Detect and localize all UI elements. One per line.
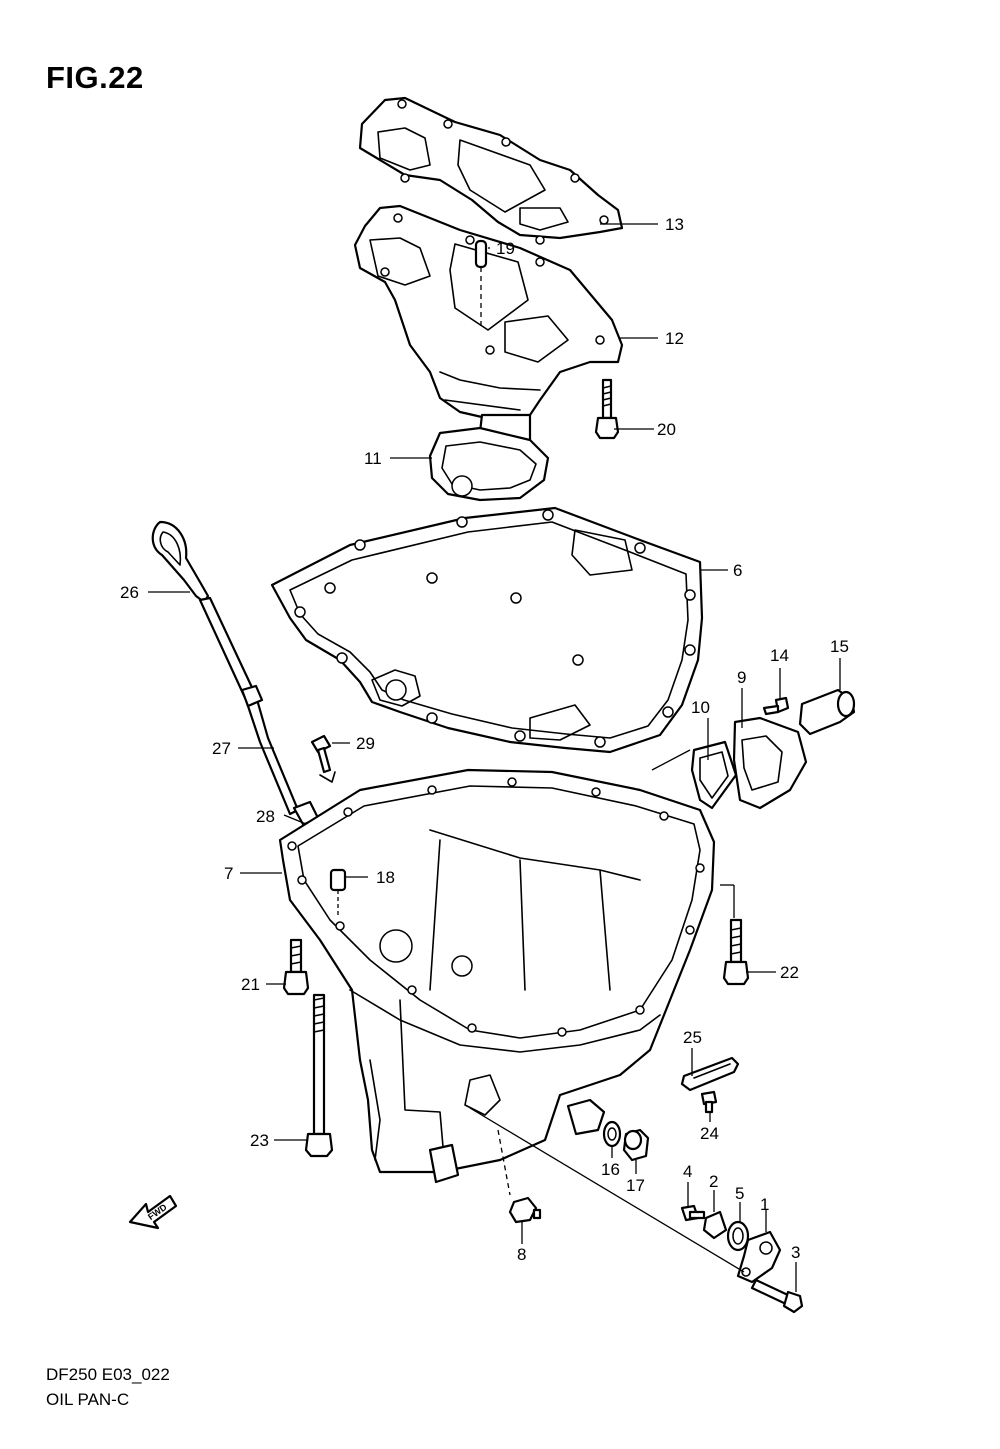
callout-27: 27 [212, 739, 231, 758]
part-24-bolt[interactable] [700, 1090, 718, 1114]
callout-23: 23 [250, 1131, 269, 1150]
part-11-gasket[interactable] [428, 426, 550, 502]
part-4-bolt[interactable] [680, 1204, 706, 1222]
callout-20: 20 [657, 420, 676, 439]
part-23-bolt[interactable] [304, 993, 334, 1158]
part-10-gasket[interactable] [690, 740, 738, 810]
callout-6: 6 [733, 561, 742, 580]
part-17-drain-plug[interactable] [622, 1128, 650, 1162]
callout-10: 10 [691, 698, 710, 717]
callout-25: 25 [683, 1028, 702, 1047]
part-8-sensor[interactable] [497, 1129, 542, 1224]
callout-13: 13 [665, 215, 684, 234]
callout-26: 26 [120, 583, 139, 602]
part-26-dipstick-handle[interactable] [151, 520, 210, 604]
part-19-pin[interactable] [474, 239, 488, 330]
part-12-housing[interactable] [353, 204, 624, 447]
callout-3: 3 [791, 1243, 800, 1262]
callout-19: 19 [496, 239, 515, 258]
part-27-dipstick-tube[interactable] [198, 596, 320, 828]
part-7-oil-pan[interactable] [278, 768, 716, 1184]
part-3-bolt[interactable] [750, 1278, 804, 1314]
part-9-cover[interactable] [732, 716, 808, 810]
fwd-arrow-icon: FWD [128, 1194, 178, 1230]
callout-11: 11 [364, 449, 382, 468]
callout-22: 22 [780, 963, 799, 982]
figure-title: FIG.22 [46, 60, 144, 95]
callout-7: 7 [224, 864, 233, 883]
callout-4: 4 [683, 1162, 692, 1181]
part-16-washer[interactable] [602, 1120, 622, 1148]
callout-18: 18 [376, 868, 395, 887]
part-20-bolt[interactable] [594, 378, 620, 440]
callout-28: 28 [256, 807, 275, 826]
part-6-gasket[interactable] [270, 506, 704, 754]
part-15-fitting[interactable] [798, 688, 856, 736]
callout-9: 9 [737, 668, 746, 687]
caption: DF250 E03_022 OIL PAN-C [46, 1362, 170, 1412]
callout-labels: 1 2 3 4 5 6 7 8 9 10 11 12 13 14 15 16 1… [120, 215, 849, 1264]
part-5-o-ring[interactable] [726, 1220, 750, 1252]
part-21-bolt[interactable] [282, 938, 310, 996]
part-18-dowel-pin[interactable] [329, 868, 347, 915]
callout-17: 17 [626, 1176, 645, 1195]
part-22-bolt[interactable] [722, 918, 750, 986]
callout-12: 12 [665, 329, 684, 348]
callout-15: 15 [830, 637, 849, 656]
callout-14: 14 [770, 646, 789, 665]
part-2-collar[interactable] [702, 1210, 728, 1240]
callout-1: 1 [760, 1195, 769, 1214]
callout-29: 29 [356, 734, 375, 753]
part-1-bracket[interactable] [736, 1230, 782, 1284]
callout-8: 8 [517, 1245, 526, 1264]
leader-lines [148, 223, 841, 1292]
model-code: DF250 E03_022 [46, 1365, 170, 1384]
callout-21: 21 [241, 975, 260, 994]
part-25-clamp[interactable] [680, 1056, 740, 1092]
section-name: OIL PAN-C [46, 1390, 130, 1409]
part-29-bolt[interactable] [310, 734, 336, 783]
callout-16: 16 [601, 1160, 620, 1179]
callout-24: 24 [700, 1124, 719, 1143]
callout-2: 2 [709, 1172, 718, 1191]
part-14-bolt[interactable] [762, 696, 790, 716]
callout-5: 5 [735, 1184, 744, 1203]
